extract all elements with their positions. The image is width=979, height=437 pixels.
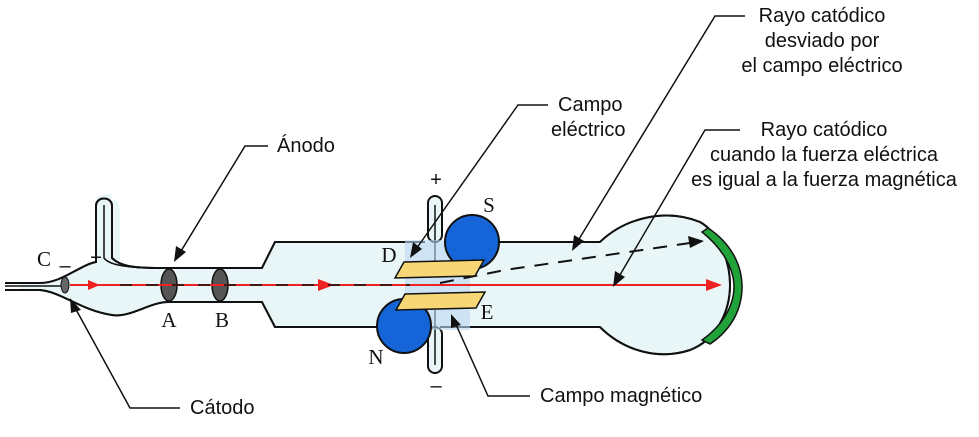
arrowhead-catodo	[70, 298, 81, 313]
fluorescent-screen	[700, 227, 743, 345]
label-b: B	[215, 308, 229, 332]
arrowhead-rayo-recto	[613, 271, 625, 287]
cathode-minus-sign: –	[59, 255, 71, 277]
top-plus-sign: +	[430, 169, 442, 191]
leader-rayo-desviado	[575, 15, 745, 245]
label-rayo-desviado-1: Rayo catódico	[759, 5, 886, 27]
leader-campo-electrico	[413, 104, 548, 253]
label-campo-electrico-1: Campo	[558, 94, 622, 116]
label-rayo-recto-2: cuando la fuerza eléctrica	[710, 144, 939, 166]
leader-anodo	[177, 145, 268, 257]
label-rayo-recto-1: Rayo catódico	[761, 119, 888, 141]
leader-catodo	[72, 303, 180, 409]
label-s: S	[483, 193, 495, 217]
label-rayo-desviado-2: desviado por	[765, 30, 880, 52]
bottom-minus-sign: –	[430, 375, 442, 397]
label-campo-electrico-2: eléctrico	[551, 119, 625, 141]
label-e: E	[481, 300, 494, 324]
label-n: N	[368, 345, 383, 369]
label-campo-magnetico: Campo magnético	[540, 385, 702, 407]
label-anodo: Ánodo	[277, 134, 335, 157]
label-rayo-recto-3: es igual a la fuerza magnética	[691, 169, 958, 191]
label-rayo-desviado-3: el campo eléctrico	[741, 55, 902, 77]
arrowhead-rayo-desviado	[572, 235, 584, 251]
label-d: D	[381, 243, 396, 267]
arrowhead-anodo	[174, 246, 186, 262]
label-catodo: Cátodo	[190, 397, 255, 419]
leader-rayo-recto	[616, 129, 740, 281]
beam-arrow-2	[318, 279, 334, 291]
deflected-arrow	[688, 236, 704, 248]
beam-arrow-1	[88, 280, 100, 290]
cathode	[60, 276, 70, 294]
label-c: C	[37, 247, 51, 271]
plate-top	[393, 259, 486, 279]
label-a: A	[161, 308, 177, 332]
arrowhead-campo-electrico	[410, 242, 422, 258]
anode-plus-sign: +	[90, 247, 102, 269]
leader-campo-magnetico	[453, 319, 530, 397]
beam-arrow-3	[706, 279, 722, 291]
plate-bottom	[394, 291, 487, 311]
arrowhead-campo-magnetico	[451, 314, 461, 328]
